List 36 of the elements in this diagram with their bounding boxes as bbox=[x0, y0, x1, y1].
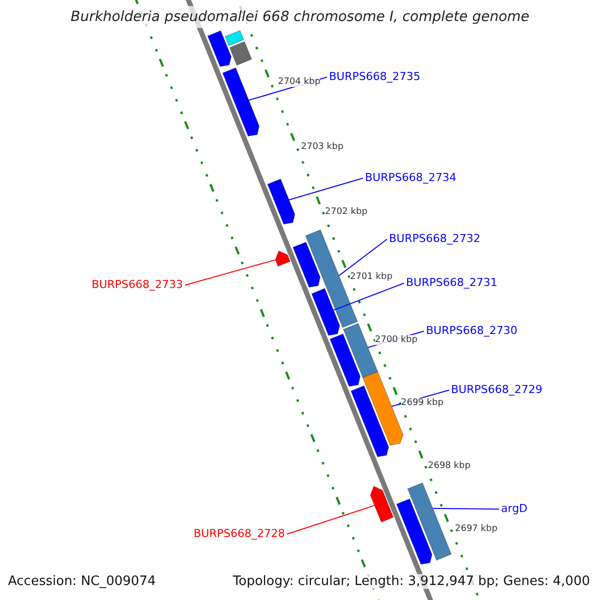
leader-line bbox=[286, 504, 376, 535]
gene-feature bbox=[407, 482, 452, 561]
gene-feature bbox=[222, 67, 260, 137]
gene-label: BURPS668_2735 bbox=[329, 70, 420, 83]
gene-label: BURPS668_2732 bbox=[389, 232, 480, 245]
gene-label: BURPS668_2730 bbox=[426, 324, 518, 337]
gene-label: BURPS668_2731 bbox=[406, 276, 498, 289]
gene-feature bbox=[267, 178, 296, 225]
scale-label: 2698 kbp bbox=[428, 461, 470, 471]
genome-info-text: Topology: circular; Length: 3,912,947 bp; Genes: 4,000 bbox=[232, 574, 590, 589]
scale-label: 2704 kbp bbox=[278, 77, 320, 87]
accession-text: Accession: NC_009074 bbox=[8, 574, 156, 589]
scale-label: 2700 kbp bbox=[375, 335, 418, 345]
gene-feature bbox=[207, 30, 232, 67]
gene-feature bbox=[292, 242, 321, 288]
leader-line bbox=[338, 238, 388, 276]
leader-line bbox=[288, 178, 364, 200]
gene-feature bbox=[311, 288, 340, 336]
gene-feature bbox=[370, 486, 394, 523]
gene-feature bbox=[229, 41, 252, 66]
gene-feature bbox=[350, 385, 390, 458]
leader-line bbox=[432, 508, 500, 510]
scale-label: 2703 kbp bbox=[301, 142, 344, 152]
gene-feature bbox=[396, 498, 432, 565]
leader-line bbox=[332, 282, 404, 311]
gene-label: BURPS668_2729 bbox=[451, 383, 542, 396]
scale-label: 2701 kbp bbox=[350, 272, 392, 282]
scale-label: 2697 kbp bbox=[455, 524, 498, 534]
leader-line bbox=[184, 259, 276, 286]
gene-label: BURPS668_2734 bbox=[365, 171, 456, 184]
scale-label: 2702 kbp bbox=[325, 207, 368, 217]
gene-label: BURPS668_2733 bbox=[92, 278, 183, 291]
gene-feature bbox=[329, 333, 361, 387]
scale-label: 2699 kbp bbox=[401, 398, 444, 408]
gene-label: BURPS668_2728 bbox=[194, 527, 285, 540]
gene-label: argD bbox=[501, 502, 528, 515]
